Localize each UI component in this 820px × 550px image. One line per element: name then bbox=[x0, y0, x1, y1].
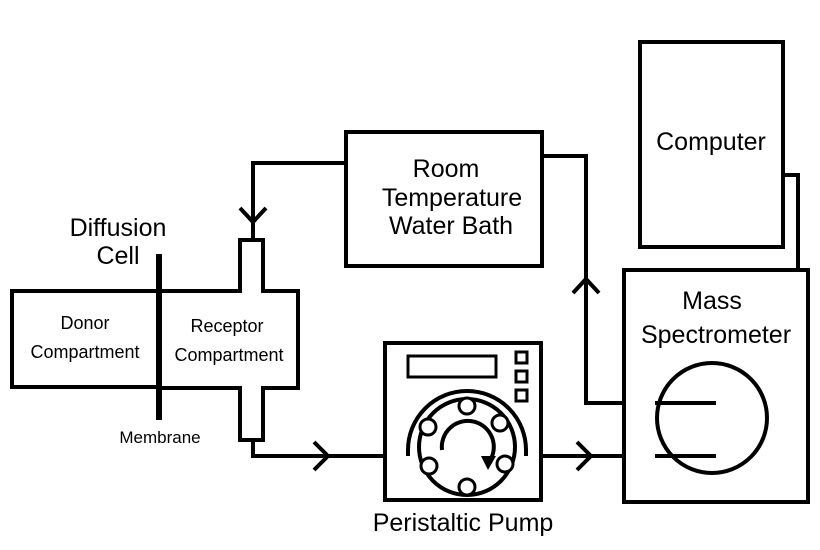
pump-button-3 bbox=[514, 388, 529, 403]
receptor-label-2: Compartment bbox=[174, 345, 283, 365]
computer-box bbox=[638, 40, 785, 249]
water-bath-label-1: Room bbox=[413, 155, 480, 183]
pump-roller bbox=[457, 396, 477, 416]
water-bath-label-3: Water Bath bbox=[389, 212, 513, 240]
pump-label: Peristaltic Pump bbox=[373, 509, 554, 537]
receptor-compartment-shape bbox=[158, 238, 300, 442]
pump-rotation-arrowhead bbox=[481, 456, 496, 470]
pump-button-1 bbox=[514, 350, 529, 365]
flow-arrow-up bbox=[571, 276, 601, 295]
donor-label-2: Compartment bbox=[30, 342, 139, 362]
pump-button-2 bbox=[514, 369, 529, 384]
mass-spec-label-1: Mass bbox=[682, 287, 742, 315]
flow-arrow-right-2 bbox=[575, 440, 594, 472]
donor-label-1: Donor bbox=[60, 313, 109, 333]
tube-bath-to-receptor bbox=[251, 161, 345, 240]
ms-inlet-circle bbox=[655, 361, 769, 475]
pump-rotor-housing bbox=[406, 389, 528, 456]
mass-spec-label-2: Spectrometer bbox=[641, 321, 791, 349]
flow-arrow-right-1 bbox=[312, 440, 331, 472]
membrane-label: Membrane bbox=[119, 428, 200, 447]
pump-roller bbox=[418, 417, 438, 437]
tube-receptor-to-pump bbox=[251, 440, 408, 458]
mass-spectrometer-box bbox=[622, 268, 810, 504]
water-bath-box bbox=[344, 130, 544, 268]
pump-rotation-arc bbox=[439, 418, 496, 464]
peristaltic-pump bbox=[383, 341, 543, 502]
pump-roller bbox=[419, 456, 439, 476]
flow-arrow-down bbox=[238, 206, 268, 225]
diffusion-cell-label-1: Diffusion bbox=[70, 214, 167, 242]
pump-display bbox=[406, 354, 498, 379]
computer-cable bbox=[783, 173, 800, 270]
receptor-label-1: Receptor bbox=[190, 316, 263, 336]
pump-roller bbox=[457, 477, 477, 497]
diffusion-cell-label-2: Cell bbox=[96, 242, 139, 270]
computer-label: Computer bbox=[656, 128, 766, 156]
pump-roller bbox=[495, 454, 515, 474]
water-bath-label-2: Temperature bbox=[382, 184, 522, 212]
pump-roller bbox=[490, 413, 510, 433]
donor-compartment-box bbox=[10, 289, 161, 389]
